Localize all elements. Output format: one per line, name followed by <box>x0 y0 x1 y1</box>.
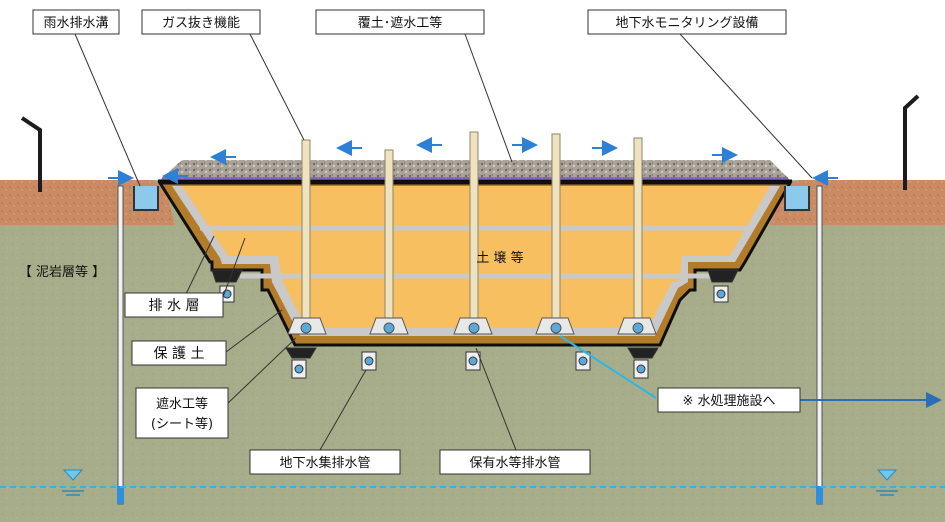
label-water-treatment: ※ 水処理施設へ <box>682 393 775 409</box>
label-box-gas-vent <box>141 9 261 35</box>
label-barrier-line2: (シート等) <box>151 416 213 432</box>
rain-ditches <box>133 186 810 211</box>
label-cover-soil: 覆土･遮水工等 <box>358 15 443 31</box>
treatment-line-diagonal <box>559 335 657 399</box>
collector-fittings <box>287 317 657 335</box>
label-monitoring: 地下水モニタリング設備 <box>615 15 758 31</box>
label-gas-vent: ガス抜き機能 <box>162 15 240 31</box>
label-box-water-treatment <box>657 387 801 413</box>
groundwater-pipes <box>211 269 739 379</box>
label-box-groundwater-pipe <box>249 449 401 475</box>
label-mudstone: 【 泥岩層等 】 <box>19 264 105 280</box>
surface-soil-left <box>0 180 175 225</box>
well-water-left <box>117 486 124 504</box>
label-box-cover-soil <box>315 9 485 35</box>
label-barrier-line1: 遮水工等 <box>156 396 208 412</box>
label-box-protect-soil <box>131 340 227 366</box>
fence-right <box>903 94 920 190</box>
label-box-retained-water-pipe <box>439 449 591 475</box>
label-groundwater-pipe: 地下水集排水管 <box>279 455 370 471</box>
monitoring-well-right <box>816 185 823 505</box>
label-rain-ditch: 雨水排水溝 <box>43 16 108 31</box>
fence-left <box>20 116 42 192</box>
well-water-right <box>816 486 823 504</box>
water-level-icon-right <box>876 469 898 496</box>
label-box-rain-ditch <box>32 9 120 35</box>
label-soil: 土 壌 等 <box>476 250 523 266</box>
label-box-drain-layer <box>124 292 224 318</box>
label-box-barrier <box>135 387 229 439</box>
surface-flow-arrows <box>108 137 838 186</box>
label-protect-soil: 保 護 土 <box>154 346 205 362</box>
label-box-monitoring <box>587 9 787 35</box>
label-drain-layer: 排 水 層 <box>149 298 200 314</box>
monitoring-well-left <box>117 185 124 505</box>
water-level-icon-left <box>62 469 84 496</box>
label-retained-water-pipe: 保有水等排水管 <box>469 455 560 471</box>
surface-soil-right <box>770 180 945 225</box>
leader-lines <box>74 33 813 451</box>
